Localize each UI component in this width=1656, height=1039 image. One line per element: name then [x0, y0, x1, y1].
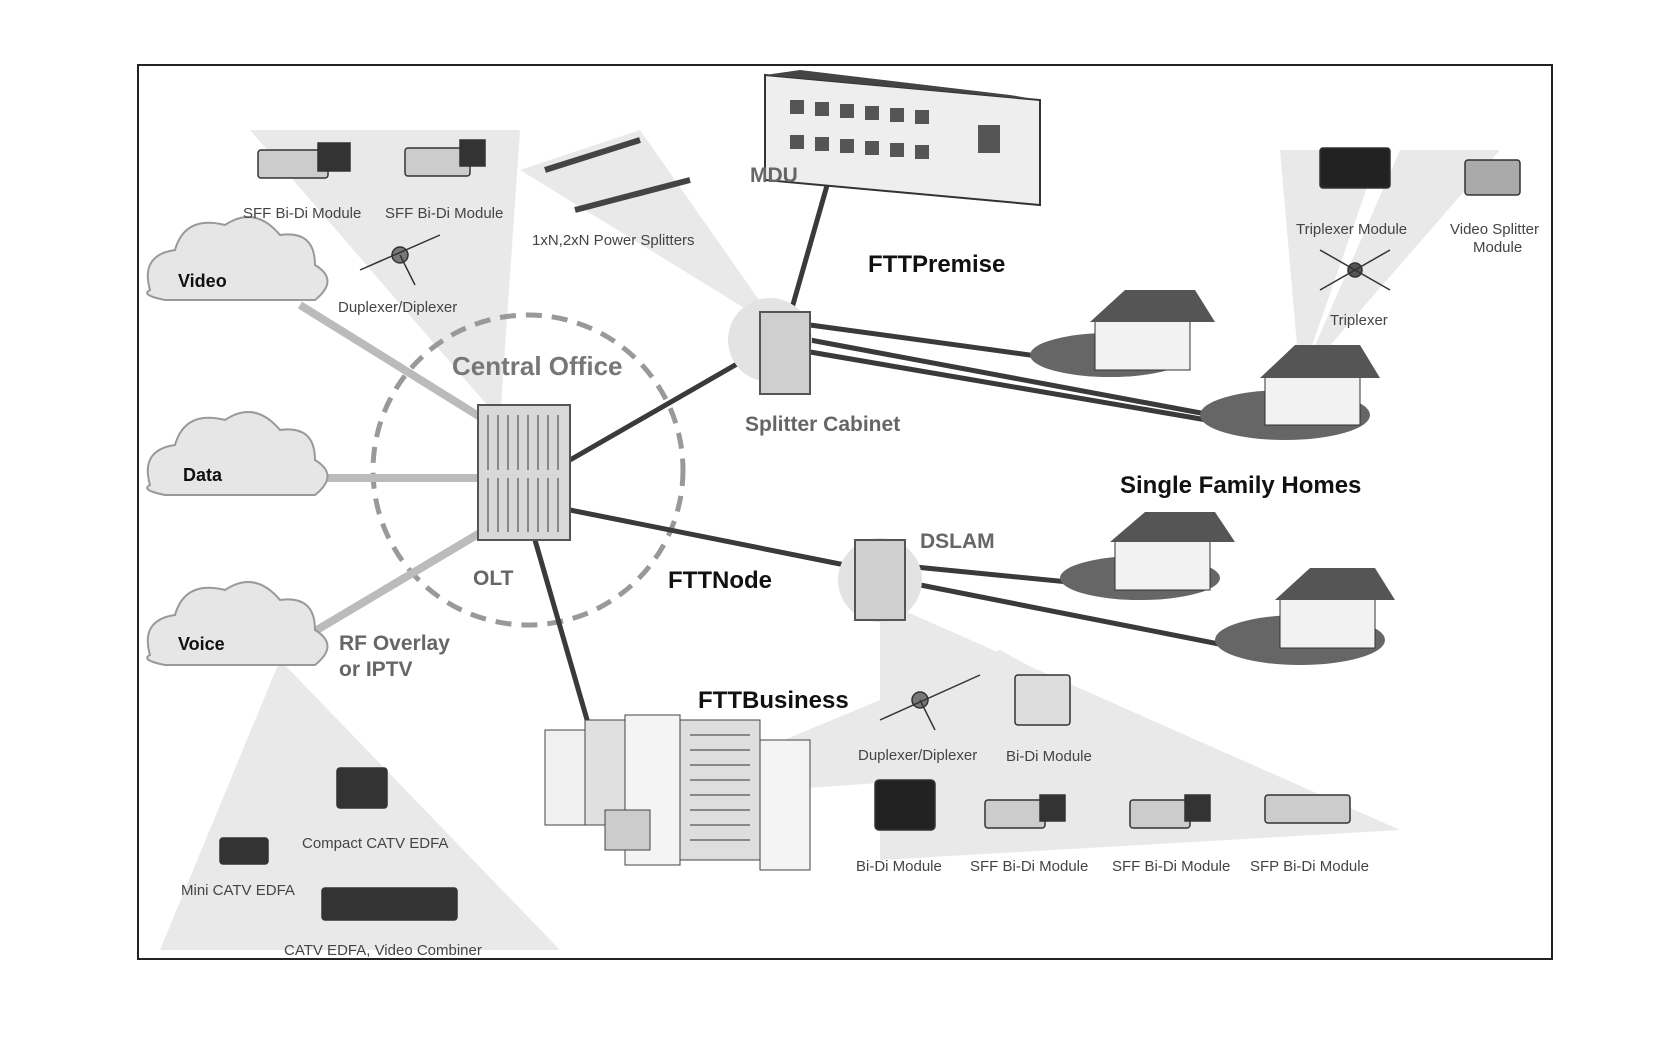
sff-bidi-module-label: SFF Bi-Di Module — [243, 205, 361, 222]
splitter-cabinet-label: Splitter Cabinet — [745, 413, 900, 436]
rf-overlay-label-line2: or IPTV — [339, 658, 413, 681]
device-icons — [219, 137, 1521, 921]
mini-catv-edfa-label: Mini CATV EDFA — [181, 882, 295, 899]
video-splitter-module-label: Video Splitter — [1450, 221, 1539, 238]
sff-bidi-module-label: SFF Bi-Di Module — [385, 205, 503, 222]
cloud-icon — [146, 216, 329, 301]
voice-label: Voice — [178, 634, 225, 654]
olt-rack-icon — [477, 404, 571, 541]
splitter-cabinet-icon — [759, 311, 811, 395]
mdu-label: MDU — [750, 164, 798, 187]
fttbusiness-label: FTTBusiness — [698, 687, 849, 714]
video-label: Video — [178, 271, 227, 291]
central-office-boundary — [370, 312, 686, 628]
data-label: Data — [183, 465, 223, 485]
fttnode-label: FTTNode — [668, 567, 772, 594]
power-splitters-label: 1xN,2xN Power Splitters — [532, 232, 695, 249]
sff-bidi-module-label: SFF Bi-Di Module — [1112, 858, 1230, 875]
sfp-bidi-module-label: SFP Bi-Di Module — [1250, 858, 1369, 875]
duplexer-diplexer-label: Duplexer/Diplexer — [858, 747, 977, 764]
house-icon — [1200, 345, 1380, 440]
video-splitter-module-label-line2: Module — [1473, 239, 1522, 256]
dslam-label: DSLAM — [920, 530, 995, 553]
single-family-homes-label: Single Family Homes — [1120, 472, 1361, 499]
cloud-icon — [146, 581, 329, 666]
cloud-icon — [146, 411, 329, 496]
house-icon — [1030, 290, 1215, 377]
service-links — [297, 301, 488, 644]
house-icon — [1060, 512, 1235, 600]
bidi-module-label: Bi-Di Module — [856, 858, 942, 875]
sff-bidi-module-label: SFF Bi-Di Module — [970, 858, 1088, 875]
duplexer-diplexer-label: Duplexer/Diplexer — [338, 299, 457, 316]
rf-overlay-label: RF Overlay — [339, 632, 450, 655]
business-buildings-icon — [544, 714, 811, 871]
house-icon — [1215, 568, 1395, 665]
central-office-label: Central Office — [452, 351, 623, 381]
bidi-module-label: Bi-Di Module — [1006, 748, 1092, 765]
fttpremise-label: FTTPremise — [868, 251, 1005, 278]
dslam-cabinet-icon — [854, 539, 906, 621]
catv-edfa-video-combiner-label: CATV EDFA, Video Combiner — [284, 942, 482, 959]
olt-label: OLT — [473, 567, 514, 590]
triplexer-label: Triplexer — [1330, 312, 1388, 329]
compact-catv-edfa-label: Compact CATV EDFA — [302, 835, 448, 852]
triplexer-module-label: Triplexer Module — [1296, 221, 1407, 238]
mdu-building-icon — [764, 70, 1041, 207]
